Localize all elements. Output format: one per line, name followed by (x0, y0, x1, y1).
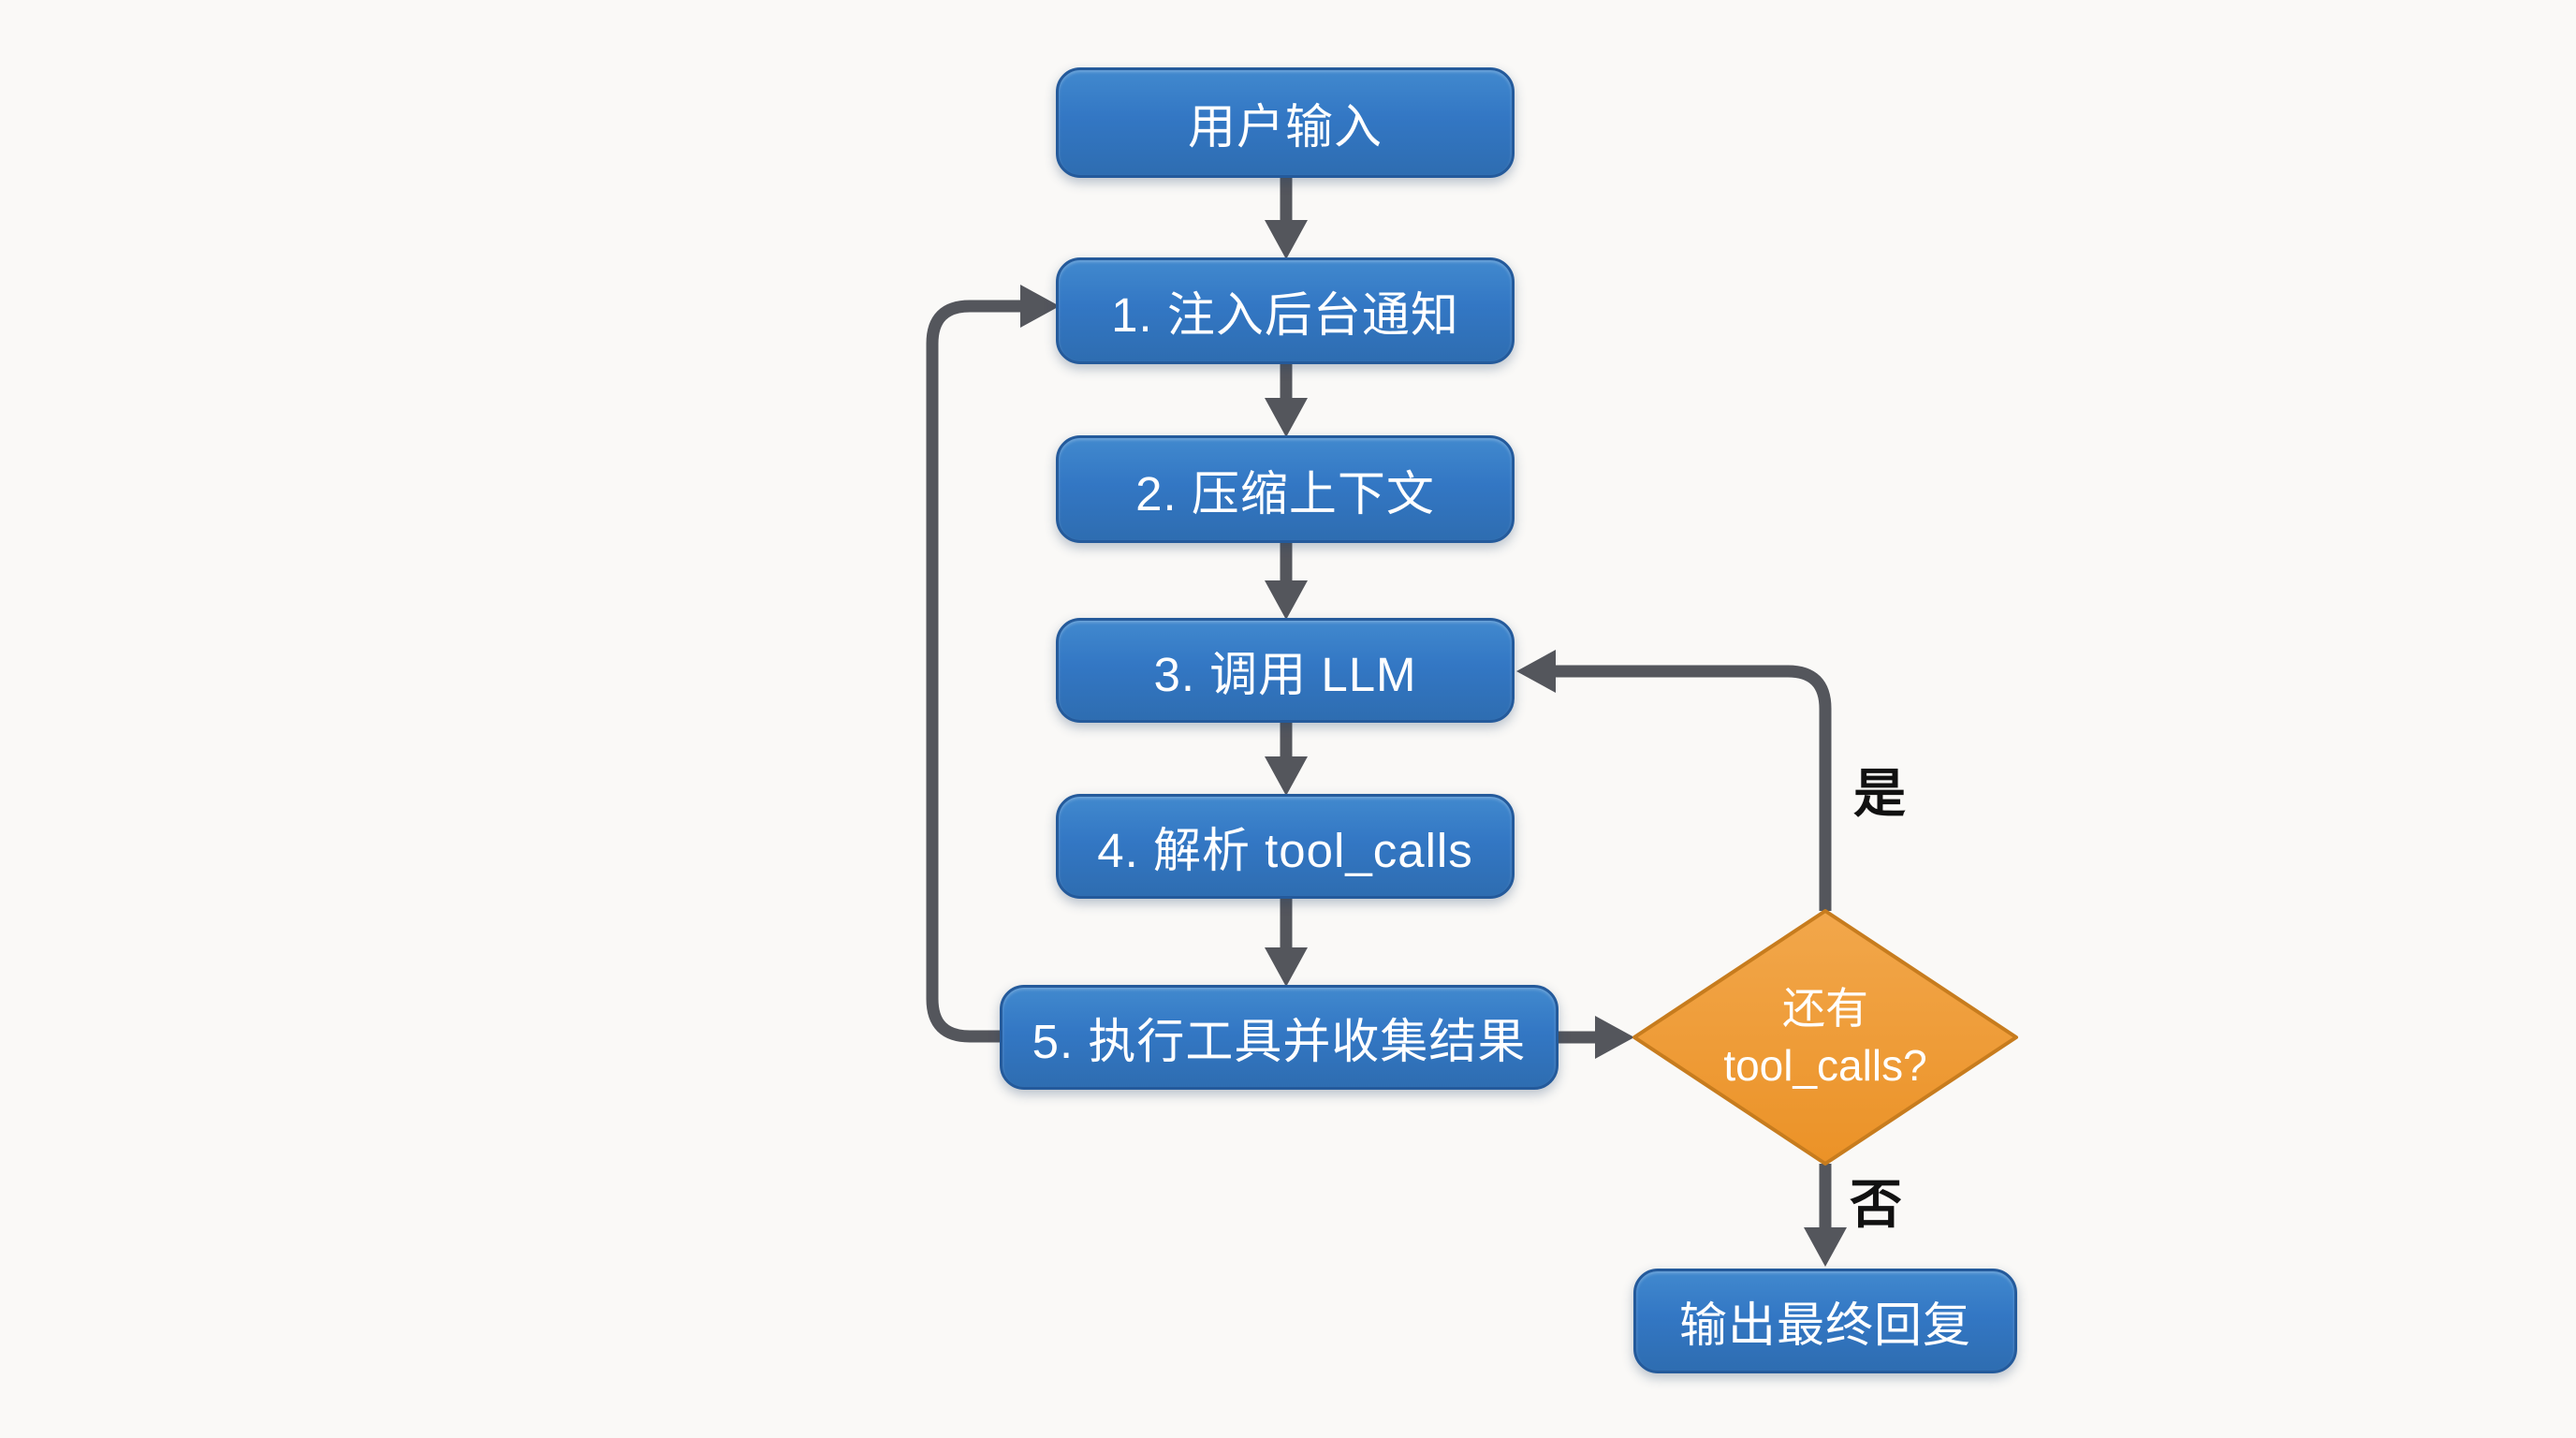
edge-label-no: 否 (1850, 1175, 1902, 1234)
node-user-input-label: 用户输入 (1187, 100, 1383, 154)
node-step2-label: 2. 压缩上下文 (1135, 466, 1435, 521)
arrowhead-to-step5 (1265, 947, 1308, 987)
arrowhead-to-step2 (1265, 398, 1308, 437)
node-step3-call-llm: 3. 调用 LLM (1056, 618, 1515, 723)
node-step5-execute-tools: 5. 执行工具并收集结果 (1000, 985, 1559, 1090)
node-step4-parse-tool-calls: 4. 解析 tool_calls (1056, 794, 1515, 899)
arrowhead-to-step3-top (1265, 580, 1308, 620)
arrowhead-yes-to-step3 (1516, 650, 1556, 693)
node-step1-inject-notification: 1. 注入后台通知 (1056, 257, 1515, 364)
node-step5-label: 5. 执行工具并收集结果 (1032, 1015, 1527, 1068)
node-step4-label: 4. 解析 tool_calls (1097, 824, 1473, 877)
arrowhead-to-step1-top (1265, 220, 1308, 259)
node-step1-label: 1. 注入后台通知 (1111, 288, 1459, 342)
node-output-final-reply: 输出最终回复 (1633, 1269, 2017, 1373)
edge-label-yes: 是 (1853, 764, 1906, 823)
node-step2-compress-context: 2. 压缩上下文 (1056, 435, 1515, 543)
arrowhead-to-decision (1595, 1016, 1634, 1059)
edge-step5-to-step1-loop (926, 300, 1022, 1043)
node-output-label: 输出最终回复 (1678, 1299, 1971, 1352)
node-step3-label: 3. 调用 LLM (1153, 648, 1417, 701)
arrowhead-to-step4 (1265, 756, 1308, 796)
arrowhead-loop-to-step1 (1020, 285, 1060, 328)
arrowhead-no-to-output (1804, 1227, 1847, 1267)
edge-decision-yes-to-step3 (1556, 665, 1832, 911)
node-user-input: 用户输入 (1056, 67, 1515, 178)
node-decision-shape (1632, 909, 2018, 1166)
